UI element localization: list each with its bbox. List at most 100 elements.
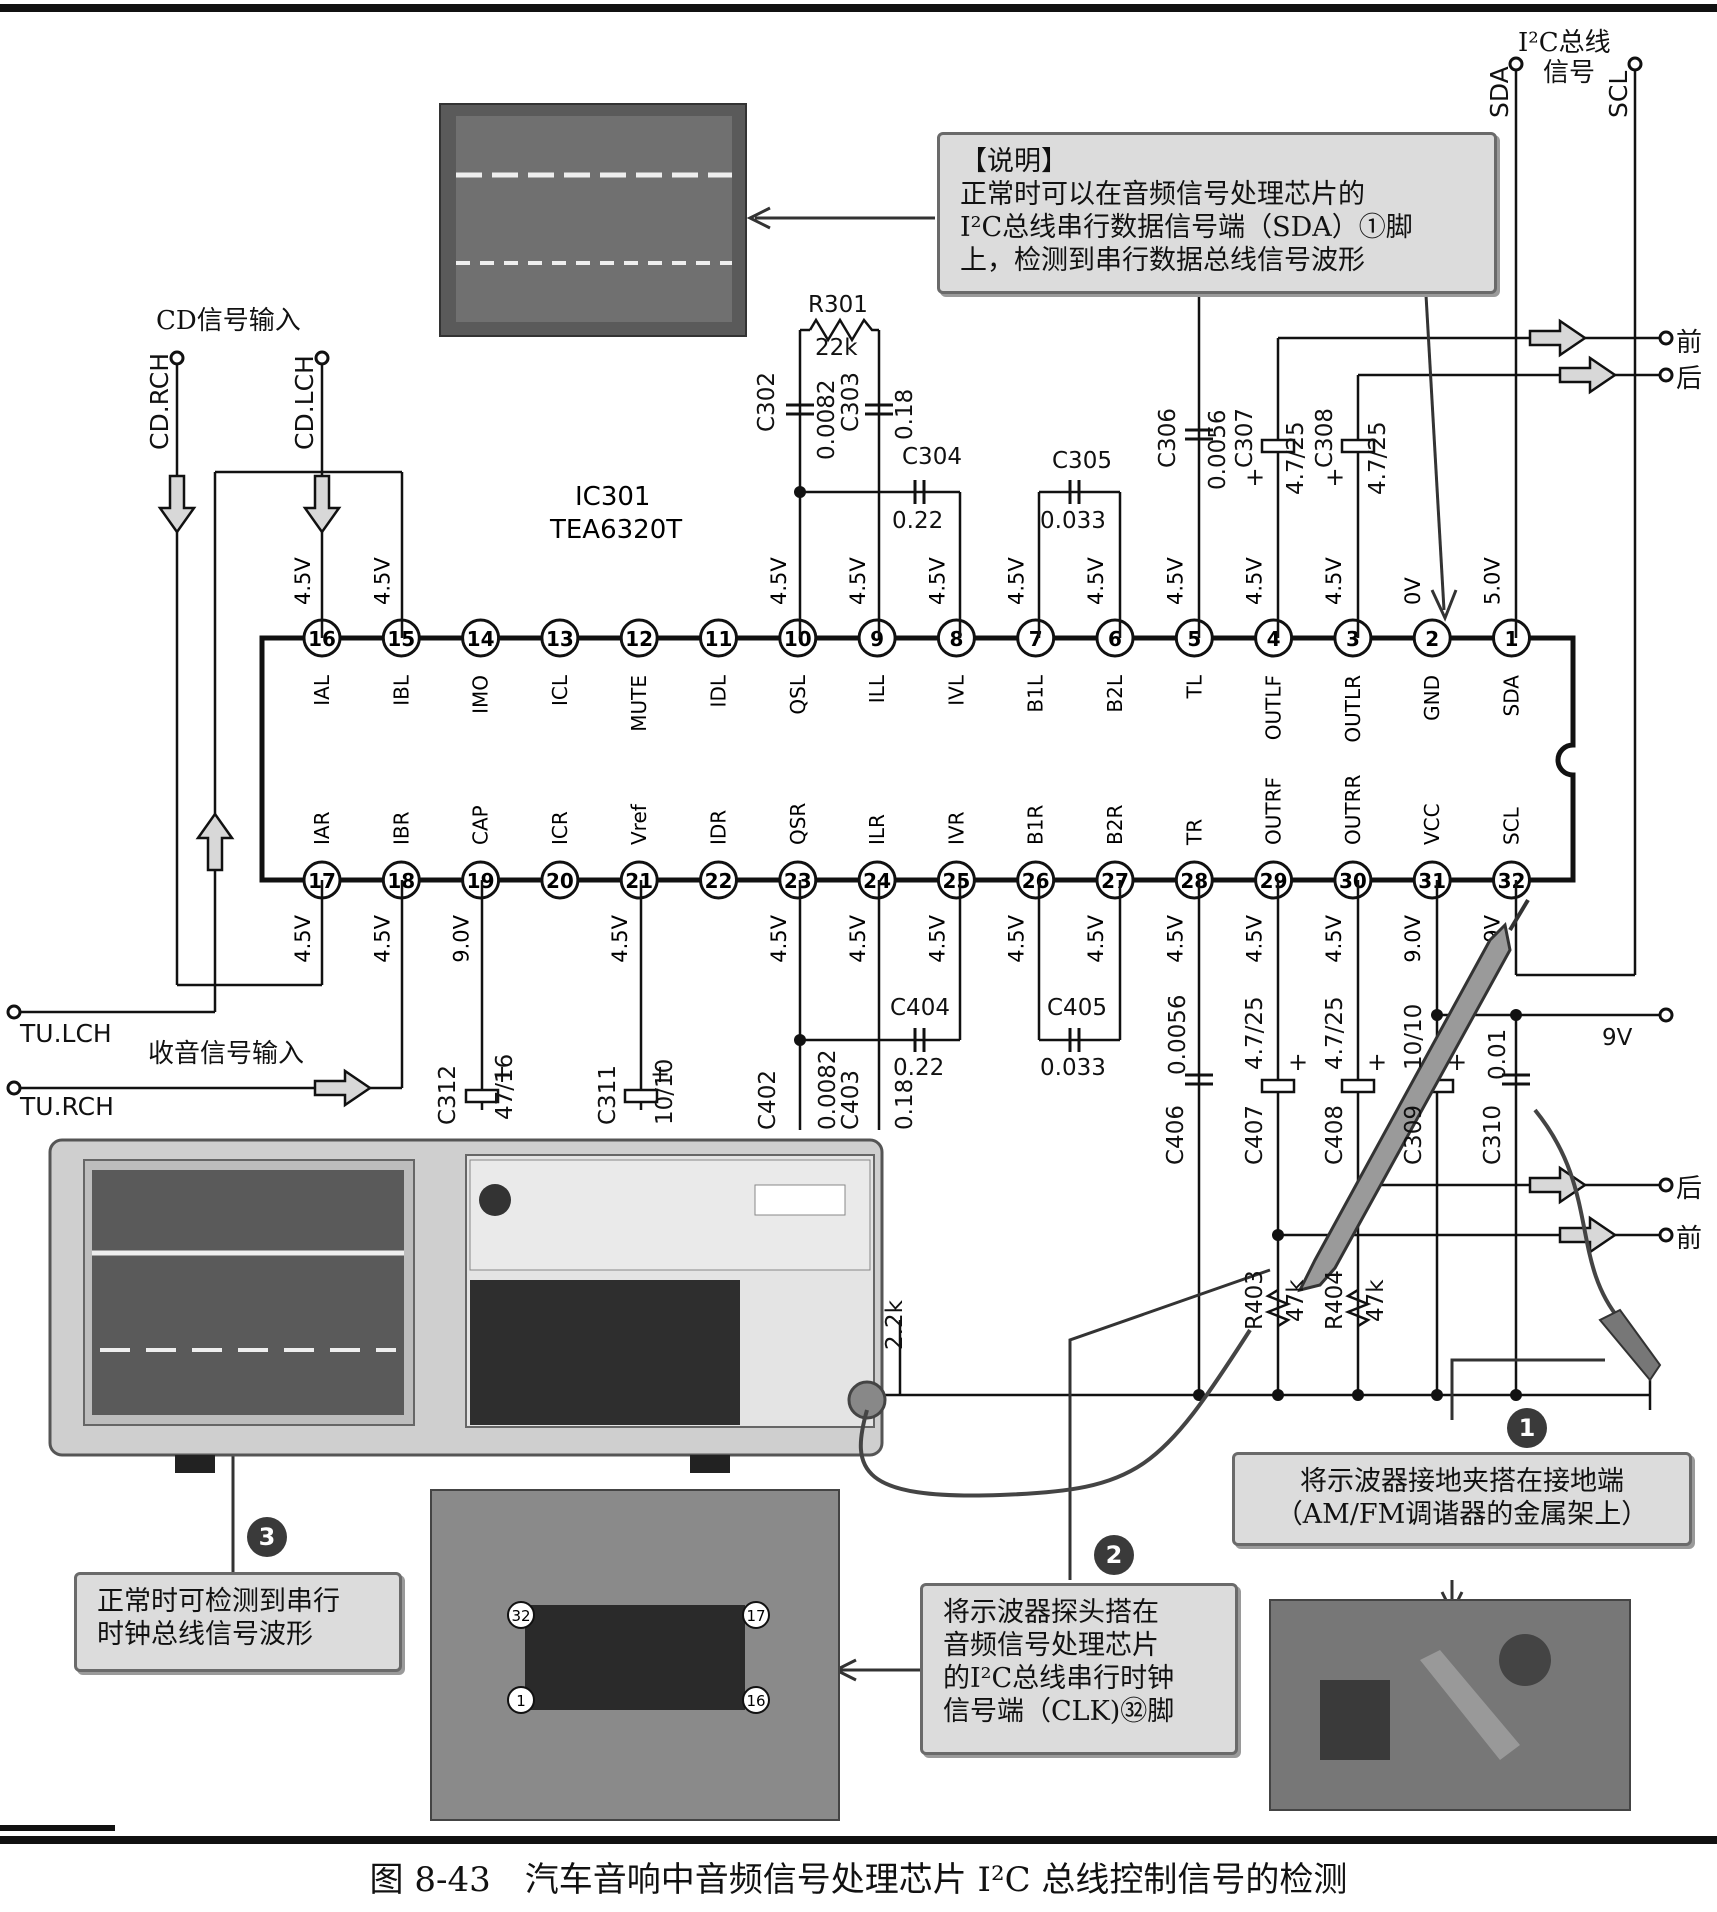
tuner-photo [1269,1599,1631,1811]
pin-name: IVL [944,674,968,706]
polarity-marks: ++ +++ ++ [492,463,1467,1088]
component-labels: R301 22k C304 0.22 C305 0.033 C404 0.22 … [435,292,1633,1350]
explanation-box: 【说明】 正常时可以在音频信号处理芯片的 I²C总线串行数据信号端（SDA）①脚… [937,132,1497,294]
pin-voltage: 4.5V [1005,914,1029,962]
pin-number: 11 [705,627,733,651]
svg-text:4.7/25: 4.7/25 [1283,421,1309,495]
svg-text:9V: 9V [1602,1025,1633,1051]
svg-text:22k: 22k [815,335,858,361]
pin-name: IAR [310,811,334,845]
pin-name: Vref [627,803,651,845]
pin-name: IBR [389,811,413,845]
pin-voltage: 4.5V [291,557,315,605]
probe [1297,898,1662,1382]
oscilloscope [48,1138,1252,1498]
svg-text:4.7/25: 4.7/25 [1322,996,1348,1070]
svg-text:0.22: 0.22 [892,508,943,534]
pin-circle [778,860,818,900]
i2c-bus-label-2: 信号 [1543,58,1596,88]
cd-input-label: CD信号输入 [156,306,301,336]
pin-name: B2L [1103,674,1127,712]
explanation-line-4: 上，检测到串行数据总线信号波形 [960,245,1365,276]
pin-voltage: 4.5V [925,914,949,962]
pin-name: SCL [1500,806,1524,845]
svg-text:0.01: 0.01 [1485,1029,1511,1080]
step3-line-2: 时钟总线信号波形 [97,1619,313,1650]
svg-text:+: + [1447,1048,1467,1076]
svg-text:C311: C311 [595,1065,621,1125]
pin-voltage: 4.5V [291,914,315,962]
svg-text:R403: R403 [1242,1270,1268,1330]
step-3-badge: 3 [247,1517,287,1557]
pin-circle [1412,860,1452,900]
pin-name: SDA [1500,675,1524,717]
pin-voltage: 9.0V [450,914,474,962]
svg-text:R301: R301 [808,292,868,318]
svg-text:0.18: 0.18 [892,1079,918,1130]
junction-dots [794,486,1522,1401]
pin-voltage: 4.5V [1005,557,1029,605]
pcb-pin-1: 1 [516,1692,526,1710]
front-output-label-bottom: 前 [1676,1224,1703,1254]
pin-number: 32 [1498,869,1526,893]
pin-name: QSR [786,803,810,845]
pin-name: MUTE [627,675,651,732]
svg-text:0.033: 0.033 [1040,1055,1106,1081]
pin-name: ILR [865,814,889,845]
pin-number: 7 [1029,627,1043,651]
pin-number: 6 [1108,627,1122,651]
pin-circle [619,860,659,900]
pin-number: 8 [949,627,963,651]
step-1-badge: 1 [1507,1408,1547,1448]
svg-text:10/10: 10/10 [652,1059,678,1125]
pin-circle [1016,618,1056,658]
pin-name: IDR [707,810,731,845]
step3-box: 正常时可检测到串行 时钟总线信号波形 [74,1572,402,1672]
pin-circle [1492,618,1531,658]
ic-body [259,635,1576,883]
pin-name: ILL [865,674,889,703]
pin-name: ICR [548,811,572,845]
pin-name: IDL [707,674,731,707]
pin-voltage: 9.0V [1401,914,1425,962]
pin-voltage: 5.0V [1481,557,1505,605]
pin-voltage: 0V [1401,577,1425,605]
svg-text:0.18: 0.18 [892,389,918,440]
pin-number: 22 [705,869,733,893]
scope-screen-top [439,103,747,337]
step1-line-2: （AM/FM调谐器的金属架上） [1275,1499,1649,1530]
pin-circle [540,618,580,658]
front-output-label-top: 前 [1676,328,1703,358]
svg-text:0.0082: 0.0082 [814,380,840,460]
svg-text:0.22: 0.22 [893,1055,944,1081]
pcb-pin-32: 32 [511,1607,530,1625]
pin-circle [1095,618,1135,658]
pin-number: 24 [863,869,891,893]
pin-number: 21 [625,869,653,893]
svg-text:0.0056: 0.0056 [1205,410,1231,490]
svg-text:+: + [650,1060,670,1088]
pin-circle [936,860,976,900]
ic-name: IC301 [575,482,650,512]
pin-name: B1L [1024,674,1048,712]
pin-circle [1174,618,1214,658]
svg-text:C305: C305 [1052,448,1112,474]
pin-voltage: 4.5V [846,557,870,605]
pin-number: 13 [546,627,574,651]
svg-text:+: + [1325,463,1345,491]
step2-line-4: 信号端（CLK)㉜脚 [943,1696,1175,1727]
pin-circle [1016,860,1056,900]
bottom-rule-left [0,1825,115,1831]
svg-text:C407: C407 [1242,1105,1268,1165]
